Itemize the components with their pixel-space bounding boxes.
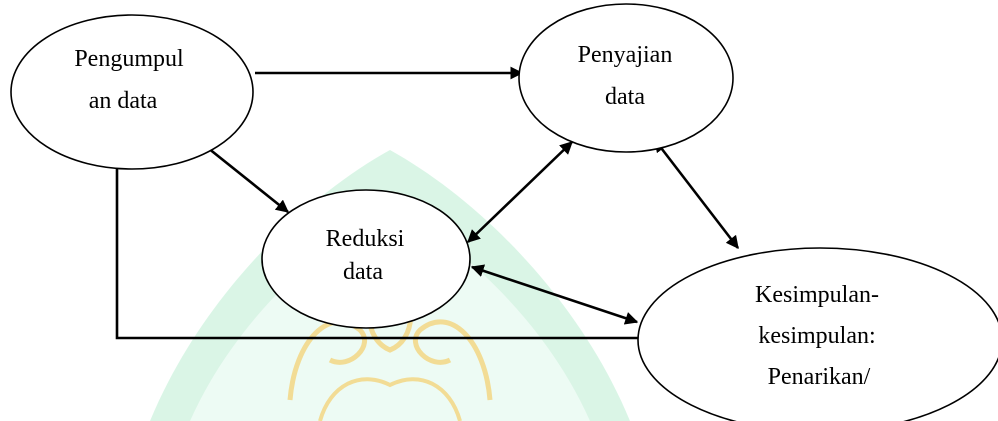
arrow-pengumpulan-to-reduksi bbox=[197, 138, 290, 214]
node-kesimpulan-line1: Kesimpulan- bbox=[755, 282, 879, 308]
arrow-penyajian-reduksi bbox=[467, 141, 573, 243]
node-kesimpulan-line3: Penarikan/ bbox=[768, 364, 871, 390]
node-kesimpulan-line2: kesimpulan: bbox=[758, 323, 875, 349]
node-pengumpulan-line2: an data bbox=[89, 88, 158, 114]
node-pengumpulan-shape bbox=[10, 14, 254, 170]
connectors bbox=[110, 66, 740, 340]
arrow-penyajian-kesimpulan bbox=[653, 138, 740, 250]
node-penyajian-data: Penyajian data bbox=[518, 3, 734, 153]
node-pengumpulan-data: Pengumpul an data bbox=[10, 14, 254, 170]
node-kesimpulan: Kesimpulan- kesimpulan: Penarikan/ bbox=[637, 247, 998, 421]
node-reduksi-data: Reduksi data bbox=[261, 189, 471, 329]
node-kesimpulan-shape bbox=[637, 247, 998, 421]
node-reduksi-line2: data bbox=[343, 259, 383, 285]
node-penyajian-shape bbox=[518, 3, 734, 153]
node-reduksi-line1: Reduksi bbox=[326, 226, 405, 252]
arrow-kesimpulan-to-pengumpulan bbox=[110, 146, 640, 340]
arrow-reduksi-kesimpulan bbox=[470, 264, 639, 325]
node-pengumpulan-line1: Pengumpul bbox=[74, 46, 184, 72]
node-penyajian-line1: Penyajian bbox=[578, 42, 673, 68]
node-penyajian-line2: data bbox=[605, 84, 645, 110]
node-reduksi-shape bbox=[261, 189, 471, 329]
